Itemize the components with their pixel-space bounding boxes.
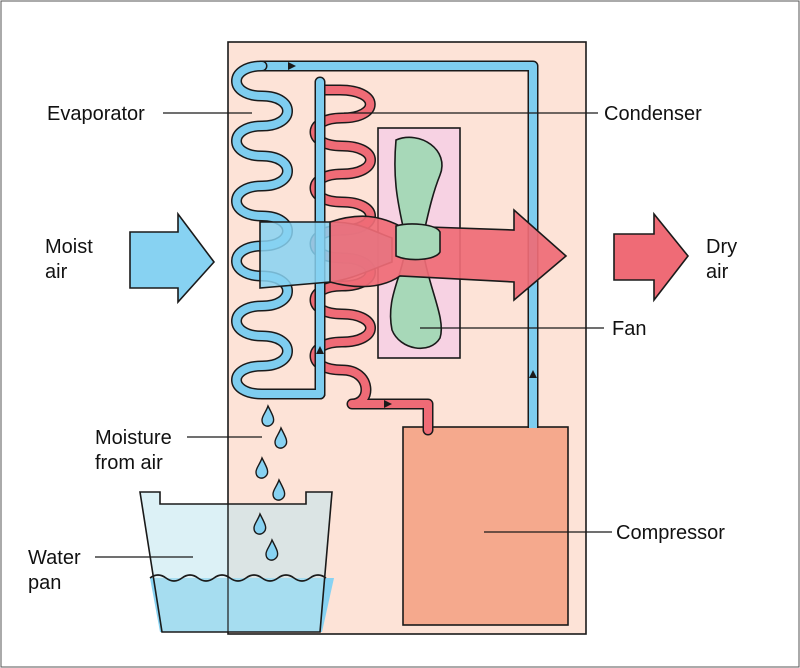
label-water-pan-line1: Water <box>28 547 81 569</box>
label-compressor: Compressor <box>616 522 725 544</box>
leader-lines <box>95 112 612 558</box>
moist-air-arrow <box>129 211 216 305</box>
flow-arrow-top <box>288 62 296 70</box>
fan-blade-top <box>394 136 443 233</box>
water-pan <box>139 491 334 633</box>
label-moisture-line2: from air <box>95 452 163 474</box>
label-evaporator: Evaporator <box>47 103 145 125</box>
label-condenser: Condenser <box>604 103 702 125</box>
droplet <box>274 426 288 449</box>
airflow-dry-inside <box>329 208 568 302</box>
water-surface <box>149 574 327 582</box>
label-dry-air-line1: Dry <box>706 236 737 258</box>
flow-arrow-right <box>384 400 392 408</box>
droplet <box>272 478 286 501</box>
water-droplets <box>253 404 288 561</box>
label-moisture-line1: Moisture <box>95 427 172 449</box>
label-dry-air-line2: air <box>706 261 729 283</box>
label-water-pan-line2: pan <box>28 572 61 594</box>
droplet <box>253 512 267 535</box>
label-fan: Fan <box>612 318 646 340</box>
droplet <box>265 538 279 561</box>
flow-arrow-up-left <box>316 346 324 354</box>
droplet <box>255 456 269 479</box>
compressor-unit <box>402 426 569 626</box>
label-moist-air-line1: Moist <box>45 236 93 258</box>
droplet <box>261 404 275 427</box>
label-moist-air-line2: air <box>45 261 68 283</box>
flow-arrow-up-right <box>529 370 537 378</box>
return-pipe <box>260 62 537 428</box>
fan-hub <box>395 223 441 261</box>
dry-air-arrow <box>613 211 690 303</box>
evap-riser <box>262 82 324 398</box>
fan-blade-bottom <box>389 255 443 350</box>
pan-body <box>139 491 333 633</box>
